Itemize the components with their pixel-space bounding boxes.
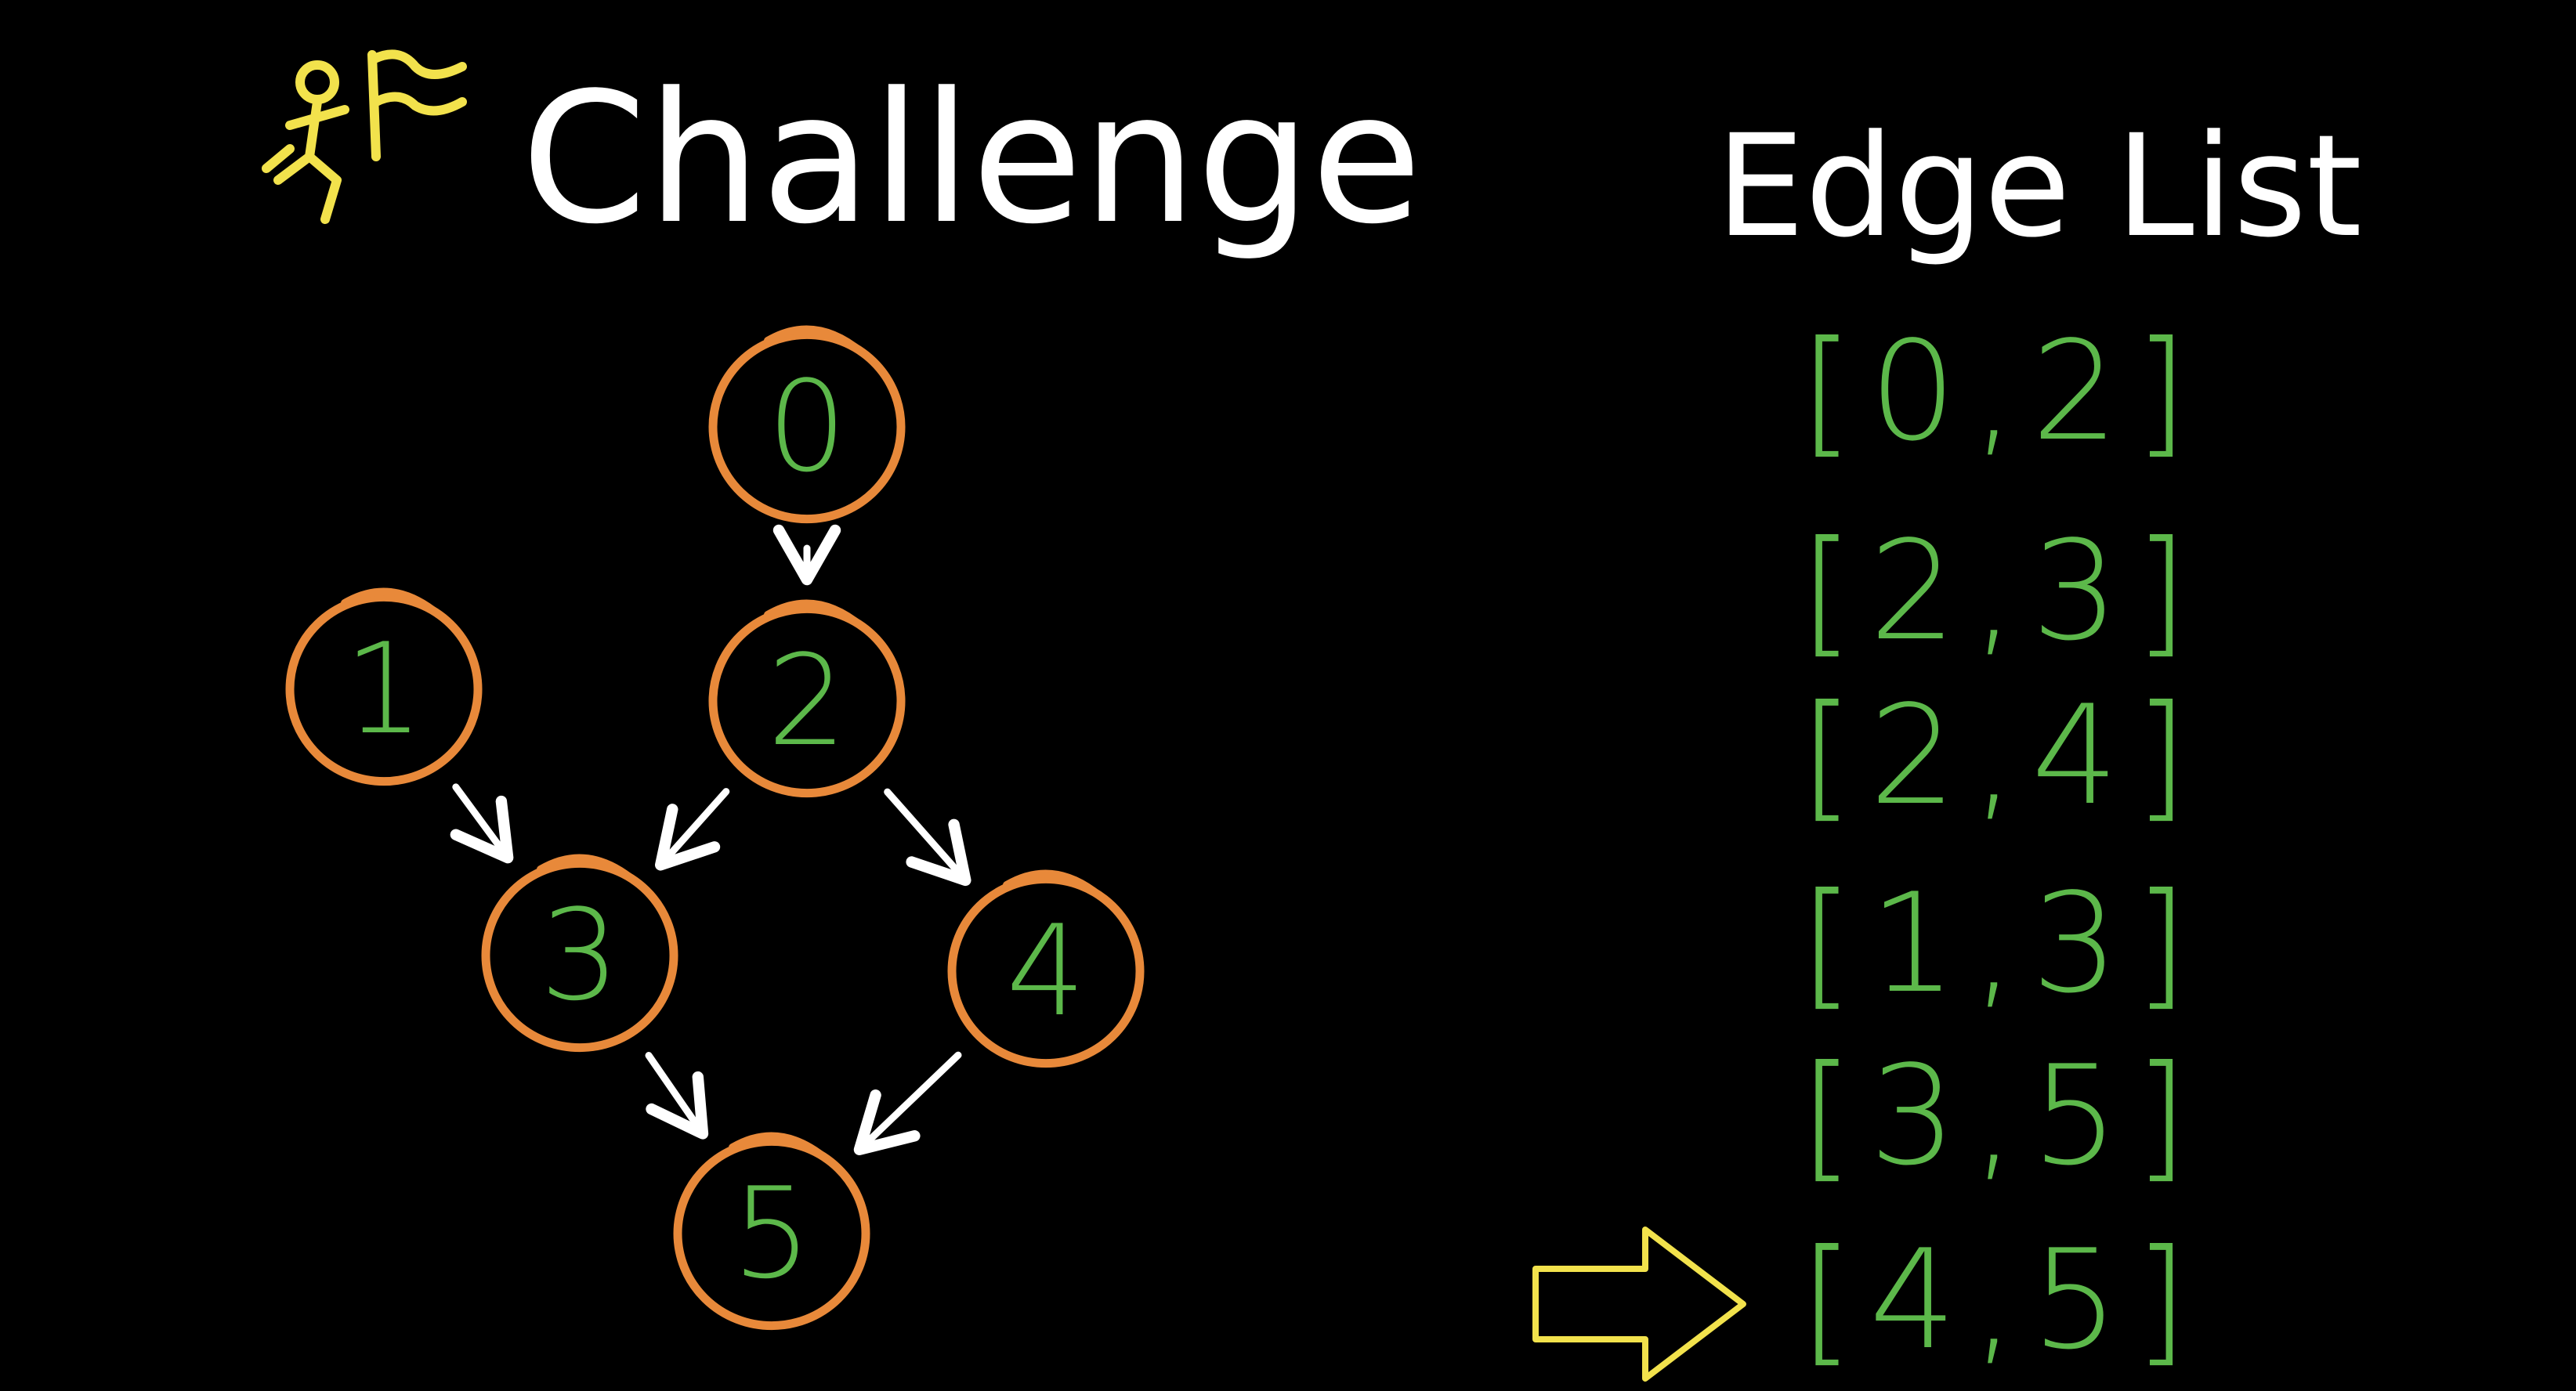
node-ring-stroke <box>1003 869 1105 901</box>
edge-list-item: [0,2] <box>1800 313 2204 471</box>
node-ring-stroke <box>341 587 443 619</box>
edge-list-title: Edge List <box>1716 105 2362 269</box>
graph-arrow-1-3 <box>450 783 514 864</box>
node-ring <box>947 874 1145 1068</box>
graph-node-1: 1 <box>285 587 483 786</box>
edge-list-item: [2,3] <box>1800 512 2204 671</box>
graph-node-4: 4 <box>947 869 1145 1068</box>
page-title: Challenge <box>521 55 1422 264</box>
node-ring <box>708 604 906 798</box>
graph-arrow-4-5 <box>853 1051 962 1156</box>
node-label: 5 <box>732 1160 812 1306</box>
node-ring-stroke <box>729 1132 830 1163</box>
edge-list-item: [2,4] <box>1800 677 2204 836</box>
graph-node-2: 2 <box>708 599 906 798</box>
runner-with-flag-icon <box>262 49 467 224</box>
edge-list: [0,2] [2,3][2,4] [1,3][3,5] [4,5] <box>1800 313 2204 1380</box>
edge-list-item: [1,3] <box>1800 865 2204 1024</box>
node-label: 4 <box>1006 898 1086 1044</box>
right-arrow-outline-icon <box>1532 1227 1746 1382</box>
graph-nodes: 0 1 2 3 4 5 <box>285 325 1145 1331</box>
graph-node-5: 5 <box>673 1132 870 1331</box>
node-ring-stroke <box>764 325 866 356</box>
node-ring <box>673 1136 870 1331</box>
node-ring-stroke <box>764 599 866 630</box>
graph-edges <box>450 524 971 1156</box>
graph-arrow-2-3 <box>654 788 730 871</box>
node-ring <box>285 592 483 786</box>
graph-arrow-3-5 <box>645 1052 709 1140</box>
edge-list-item: [3,5] <box>1800 1037 2204 1196</box>
graph-node-0: 0 <box>708 325 906 524</box>
graph-arrow-2-4 <box>884 788 971 887</box>
node-ring-stroke <box>537 854 639 885</box>
node-label: 2 <box>767 627 847 774</box>
node-label: 3 <box>540 882 620 1028</box>
node-ring <box>481 858 678 1053</box>
node-label: 0 <box>767 353 847 500</box>
node-ring <box>708 330 906 524</box>
edge-list-item: [4,5] <box>1800 1221 2204 1380</box>
graph-node-3: 3 <box>481 854 678 1053</box>
node-label: 1 <box>344 616 424 762</box>
